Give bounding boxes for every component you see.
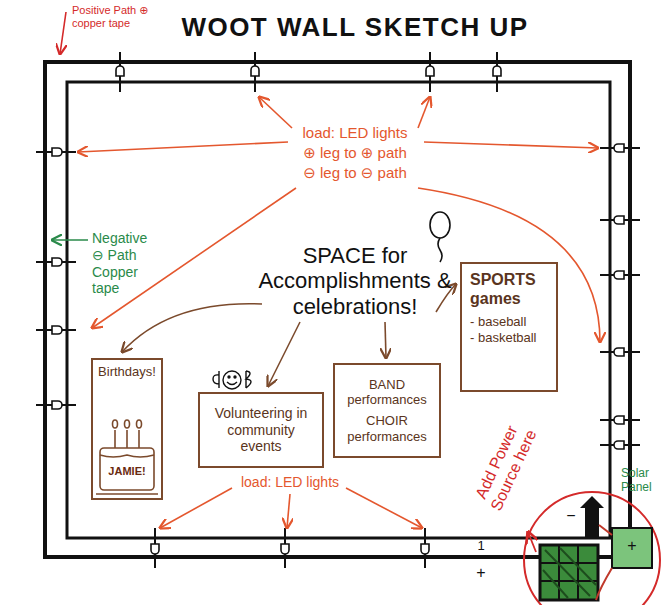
load-note: ⊕ leg to ⊕ path — [280, 144, 430, 162]
balloon-doodle — [430, 212, 450, 262]
power-source-drawing — [596, 525, 612, 600]
birthday-cake — [138, 430, 140, 448]
led-symbol — [600, 144, 640, 152]
box-text: JAMIE! — [108, 465, 145, 478]
box-text: CHOIR performances — [340, 413, 434, 444]
power-source-drawing — [524, 492, 660, 605]
birthday-cake — [114, 430, 116, 448]
load-note: load: LED lights — [230, 474, 350, 491]
load-leader-arrow — [346, 488, 422, 528]
tape-note: Negative ⊖ Path Copper tape — [92, 230, 154, 297]
celebration-arrow — [385, 322, 386, 358]
load-leader-arrow — [424, 142, 598, 148]
box-heading: Volunteering in community events — [205, 405, 317, 455]
smiley-doodle — [228, 376, 230, 378]
birthday-cake — [126, 430, 128, 448]
power-source-drawing — [543, 548, 596, 598]
birthday-cake — [137, 420, 142, 428]
load-note: ⊖ leg to ⊖ path — [280, 164, 430, 182]
copper-tape-path — [67, 82, 610, 538]
balloon-doodle — [438, 238, 442, 262]
birthday-cake — [113, 420, 118, 428]
load-leader-arrow — [287, 494, 290, 528]
power-source-drawing — [612, 528, 652, 568]
load-leader-arrow — [259, 97, 292, 128]
copper-tape-path — [45, 62, 630, 557]
celebration-arrow — [122, 304, 262, 352]
load-leader-arrow — [78, 142, 288, 152]
load-leader-arrow — [92, 188, 296, 328]
smiley-doodle — [213, 371, 219, 388]
smiley-doodle — [246, 371, 251, 388]
box-heading: SPORTS games — [470, 270, 550, 308]
led-symbol — [36, 401, 76, 409]
led-symbol — [116, 52, 124, 92]
tape-note: Positive Path ⊕ copper tape — [72, 4, 168, 30]
led-symbol — [600, 416, 640, 424]
power-source-drawing — [540, 545, 598, 600]
led-symbol — [251, 52, 259, 92]
tape-leader-arrow — [52, 12, 88, 240]
power-source-drawing — [540, 545, 598, 600]
led-symbol — [36, 326, 76, 334]
led-symbol — [493, 52, 501, 92]
led-symbol — [36, 52, 640, 568]
power-note: Add Power Source here — [465, 410, 545, 522]
box-text: - baseball — [470, 314, 526, 330]
balloon-doodle — [430, 212, 450, 238]
led-symbol — [36, 258, 76, 266]
polarity-sign: + — [625, 538, 639, 554]
power-source-drawing — [585, 508, 599, 538]
led-symbol — [600, 441, 640, 449]
title: WOOT WALL SKETCH UP — [170, 12, 540, 43]
box-text: - basketball — [470, 330, 536, 346]
led-symbol — [36, 148, 76, 156]
box-heading: Birthdays! — [98, 364, 156, 380]
celebration-arrow — [268, 322, 300, 386]
center-heading: SPACE for Accomplishments & celebrations… — [255, 243, 455, 319]
power-source-drawing — [528, 532, 536, 552]
load-leader-arrow — [418, 97, 430, 128]
led-symbol — [281, 528, 289, 568]
smiley-doodle — [223, 371, 241, 389]
callout-number: 1 — [474, 539, 488, 552]
power-source-drawing — [524, 492, 660, 605]
led-symbol — [421, 528, 429, 568]
polarity-sign: + — [474, 565, 488, 581]
celebration-box: BAND performancesCHOIR performances — [333, 363, 441, 458]
smiley-doodle — [213, 371, 251, 389]
copper-tape-path — [45, 62, 630, 557]
smiley-doodle — [234, 376, 236, 378]
birthday-cake — [100, 455, 154, 457]
power-source-drawing — [580, 496, 604, 508]
birthday-cake — [125, 420, 130, 428]
birthday-cake — [100, 448, 154, 490]
load-leader-arrow — [78, 97, 600, 528]
box-heading: BAND performances — [340, 377, 434, 408]
solar-note: Solar Panel — [621, 466, 661, 495]
birthday-cake — [96, 493, 158, 495]
tape-leader-arrow — [52, 239, 88, 241]
celebration-box: SPORTS games - baseball- basketball — [460, 262, 558, 392]
load-note: load: LED lights — [280, 124, 430, 142]
polarity-sign: − — [565, 508, 577, 524]
tape-leader-arrow — [60, 12, 66, 54]
smiley-doodle — [227, 382, 237, 385]
load-leader-arrow — [160, 488, 232, 528]
celebration-box: Birthdays! JAMIE! — [91, 358, 163, 500]
led-symbol — [600, 271, 640, 279]
led-symbol — [600, 216, 640, 224]
led-symbol — [151, 528, 159, 568]
birthday-cake — [96, 420, 158, 494]
led-symbol — [600, 348, 640, 356]
load-leader-arrow — [418, 188, 600, 342]
led-symbol — [426, 52, 434, 92]
celebration-box: Volunteering in community events — [198, 392, 324, 468]
